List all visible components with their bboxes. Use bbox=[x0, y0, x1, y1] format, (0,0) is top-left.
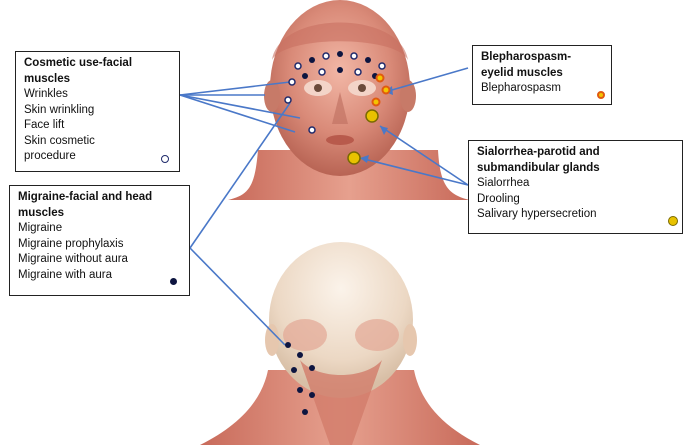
connector-migraine-2 bbox=[190, 248, 285, 345]
sialorrhea-box-title: Sialorrhea-parotid and submandibular gla… bbox=[477, 145, 674, 176]
cosmetic-item: Face lift bbox=[24, 118, 171, 134]
sialorrhea-site-marker bbox=[366, 110, 378, 122]
cosmetic-site-marker bbox=[379, 63, 385, 69]
cosmetic-site-marker bbox=[319, 69, 325, 75]
blepharospasm-site-marker bbox=[383, 87, 390, 94]
cosmetic-site-marker bbox=[355, 69, 361, 75]
sialorrhea-box: Sialorrhea-parotid and submandibular gla… bbox=[468, 140, 683, 234]
migraine-site-marker bbox=[337, 51, 343, 57]
cosmetic-box-title: Cosmetic use-facial muscles bbox=[24, 56, 171, 87]
back-head-illustration bbox=[200, 242, 480, 445]
blepharospasm-box-title: Blepharospasm-eyelid muscles bbox=[481, 50, 603, 81]
migraine-site-marker bbox=[285, 342, 291, 348]
cosmetic-legend-marker bbox=[161, 155, 169, 163]
migraine-site-marker bbox=[309, 365, 315, 371]
blepharospasm-item: Blepharospasm bbox=[481, 81, 603, 97]
migraine-site-marker bbox=[309, 57, 315, 63]
cosmetic-item: Skin wrinkling bbox=[24, 103, 171, 119]
sialorrhea-item: Sialorrhea bbox=[477, 176, 674, 192]
sialorrhea-item: Drooling bbox=[477, 192, 674, 208]
cosmetic-site-marker bbox=[323, 53, 329, 59]
cosmetic-site-marker bbox=[295, 63, 301, 69]
migraine-item: Migraine prophylaxis bbox=[18, 237, 181, 253]
migraine-box-title: Migraine-facial and head muscles bbox=[18, 190, 181, 221]
migraine-site-marker bbox=[365, 57, 371, 63]
cosmetic-item: Skin cosmetic procedure bbox=[24, 134, 144, 165]
cosmetic-item: Wrinkles bbox=[24, 87, 171, 103]
blepharospasm-site-marker bbox=[373, 99, 380, 106]
cosmetic-site-marker bbox=[309, 127, 315, 133]
cosmetic-box: Cosmetic use-facial muscles Wrinkles Ski… bbox=[15, 51, 180, 172]
cosmetic-site-marker bbox=[351, 53, 357, 59]
migraine-item: Migraine without aura bbox=[18, 252, 181, 268]
migraine-site-marker bbox=[297, 352, 303, 358]
migraine-site-marker bbox=[337, 67, 343, 73]
blepharospasm-legend-marker bbox=[597, 91, 605, 99]
front-head-illustration bbox=[228, 0, 470, 200]
migraine-site-marker bbox=[291, 367, 297, 373]
migraine-item: Migraine with aura bbox=[18, 268, 181, 284]
migraine-site-marker bbox=[302, 73, 308, 79]
migraine-site-marker bbox=[302, 409, 308, 415]
migraine-box: Migraine-facial and head muscles Migrain… bbox=[9, 185, 190, 296]
blepharospasm-site-marker bbox=[377, 75, 384, 82]
blepharospasm-box: Blepharospasm-eyelid muscles Blepharospa… bbox=[472, 45, 612, 105]
migraine-site-marker bbox=[309, 392, 315, 398]
sialorrhea-legend-marker bbox=[668, 216, 678, 226]
migraine-legend-marker bbox=[170, 278, 177, 285]
migraine-item: Migraine bbox=[18, 221, 181, 237]
migraine-site-marker bbox=[297, 387, 303, 393]
sialorrhea-site-marker bbox=[348, 152, 360, 164]
cosmetic-site-marker bbox=[285, 97, 291, 103]
sialorrhea-item: Salivary hypersecretion bbox=[477, 207, 674, 223]
cosmetic-site-marker bbox=[289, 79, 295, 85]
